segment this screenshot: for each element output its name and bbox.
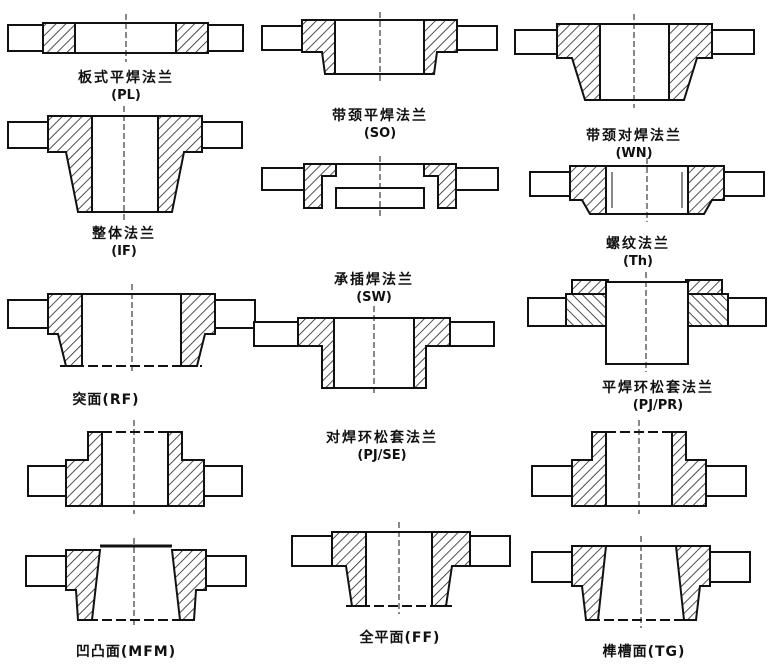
caption-pjse: 对焊环松套法兰(PJ/SE) [326,430,438,463]
flange-so [261,12,498,82]
flange-lapped-right [531,420,747,514]
flange-pjpr [527,272,767,372]
flange-so-ring [261,156,499,216]
flange-if [7,106,243,222]
caption-th: 螺纹法兰(Th) [606,236,670,269]
caption-ff: 全平面(FF) [359,630,441,646]
caption-so: 带颈平焊法兰(SO) [332,108,428,141]
caption-if: 整体法兰(IF) [92,226,156,259]
caption-pl: 板式平焊法兰(PL) [78,70,174,103]
flange-tg [531,536,751,628]
caption-pjpr: 平焊环松套法兰(PJ/PR) [602,380,714,413]
flange-th [529,158,765,222]
flange-pjse [27,420,243,514]
flange-wn [514,14,755,108]
caption-mfm: 凹凸面(MFM) [75,644,177,660]
caption-wn: 带颈对焊法兰(WN) [586,128,682,161]
flange-sw [253,306,495,396]
caption-tg: 榫槽面(TG) [602,644,686,660]
caption-rf: 突面(RF) [72,392,140,408]
flange-ff [291,522,511,614]
flange-mfm [25,538,247,628]
flange-rf [7,284,256,372]
flange-pl [7,14,244,62]
caption-sw: 承插焊法兰(SW) [334,272,414,305]
